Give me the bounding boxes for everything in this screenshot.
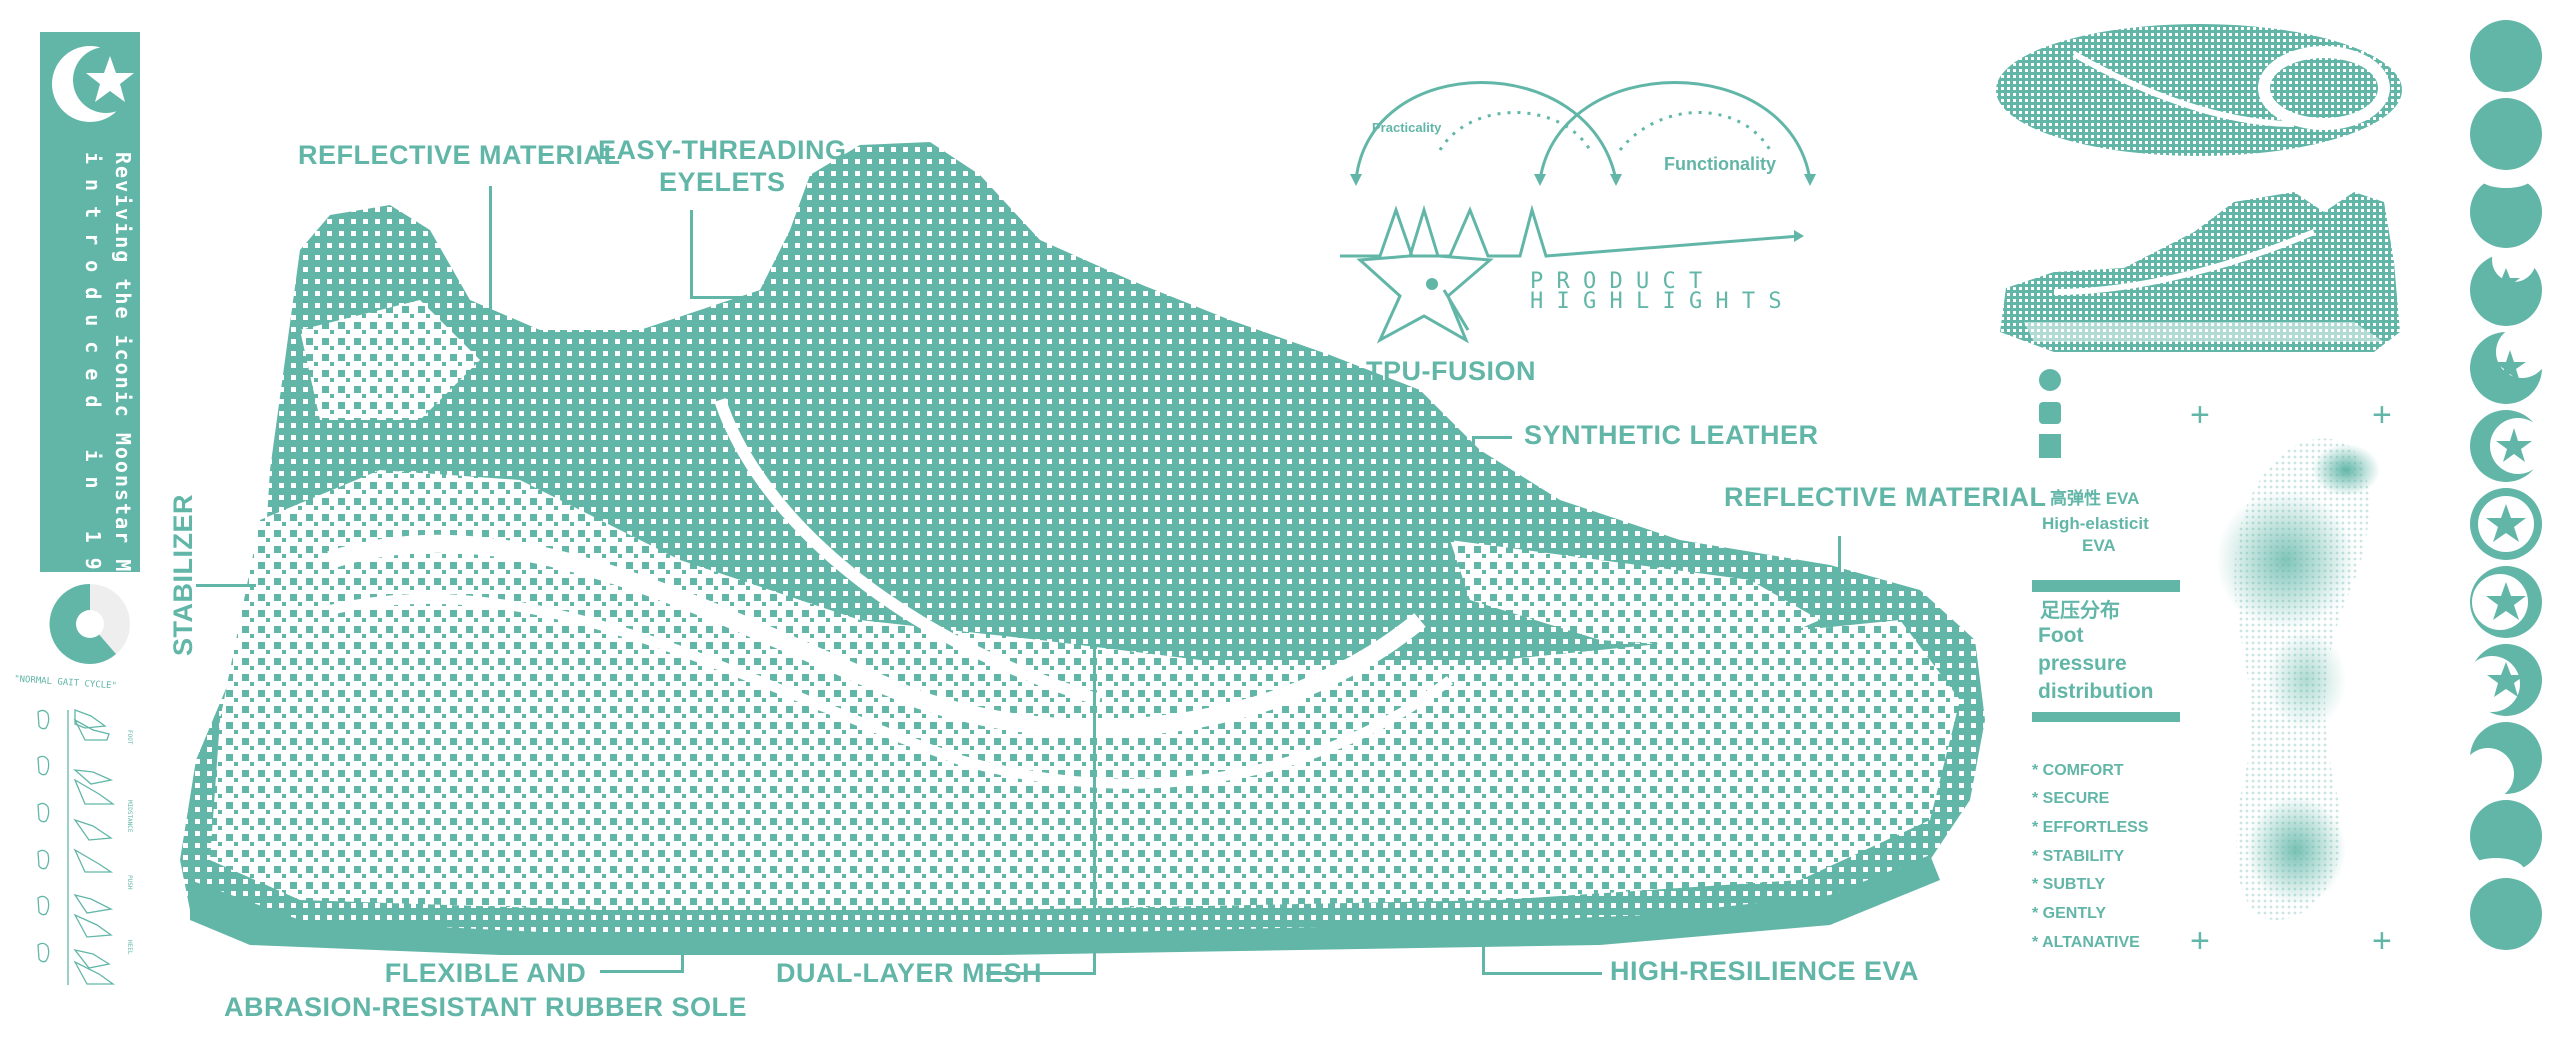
pressure-en-1: Foot [2038,624,2084,647]
highlights-graphic: Practicality Functionality P R O D U C T… [1340,81,1816,344]
keyword-secure: * SECURE [2032,790,2110,807]
moon-phase-circle-9 [2470,644,2542,716]
moon-phase-circle-4 [2470,254,2542,326]
moon-phase-circle-12 [2470,878,2542,950]
plus-icon: + [2372,396,2392,434]
product-text: P R O D U C T [1530,269,1702,294]
callout-line [1093,530,1096,974]
label-synthetic-leather: SYNTHETIC LEATHER [1524,420,1819,450]
gait-cycle-diagram: FOOT MIDSTANCE PUSH HEEL [37,709,133,985]
shoe-top-view [1996,24,2402,156]
callout-line [1472,436,1475,482]
keyword-altanative: * ALTANATIVE [2032,934,2140,951]
divider [2032,580,2180,592]
foot-icon [37,709,50,963]
moon-phase-circle-7 [2470,488,2542,560]
eva-en-2: EVA [2082,536,2116,555]
label-dual-layer-mesh: DUAL-LAYER MESH [776,958,1043,988]
moon-phase-circle-11 [2470,800,2542,872]
plus-icon: + [2372,922,2392,960]
moon-phase-circle-8 [2470,566,2542,638]
keyword-comfort: * COMFORT [2032,762,2124,779]
callout-line [986,972,1096,975]
pressure-en-3: distribution [2038,680,2154,703]
foot-pressure-map [2216,438,2380,920]
pressure-cn: 足压分布 [2040,600,2120,622]
label-reflective-material-right: REFLECTIVE MATERIAL [1724,482,2047,512]
label-rubber-sole: FLEXIBLE AND ABRASION-RESISTANT RUBBER S… [224,958,748,1022]
highlights-text: H I G H L I G H T S [1530,289,1782,314]
keyword-effortless: * EFFORTLESS [2032,819,2149,836]
moon-phase-circle-5 [2470,332,2542,404]
svg-text:PUSH: PUSH [126,875,133,890]
callout-line [196,584,256,587]
label-easy-threading-eyelets: EASY-THREADING EYELETS [598,135,847,197]
eva-icons [2039,369,2061,458]
callout-line [1482,920,1485,974]
eva-cn: 高弹性 EVA [2050,489,2140,508]
star-icon [2492,268,2520,294]
keyword-gently: * GENTLY [2032,905,2107,922]
keyword-subtly: * SUBTLY [2032,876,2106,893]
plus-icon: + [2190,396,2210,434]
keyword-stability: * STABILITY [2032,848,2125,865]
callout-line [690,210,693,298]
moon-phase-circle-3 [2470,176,2542,248]
functionality-label: Functionality [1664,154,1776,174]
eva-en-1: High-elasticit [2042,514,2149,533]
svg-text:HEEL: HEEL [126,940,133,955]
label-stabilizer: STABILIZER [168,494,198,656]
plus-icon: + [2190,922,2210,960]
pie-icon [49,583,130,664]
svg-text:MIDSTANCE: MIDSTANCE [126,800,133,833]
callout-line [690,296,770,299]
divider [2032,712,2180,722]
svg-text:FOOT: FOOT [126,730,133,745]
label-reflective-material-left: REFLECTIVE MATERIAL [298,140,621,170]
pressure-en-2: pressure [2038,652,2127,675]
label-tpu-fusion: TPU-FUSION [1366,356,1536,386]
moon-phase-circle-6 [2470,410,2542,482]
shoe-illustration [180,142,1985,955]
moon-phase-circle-10 [2470,722,2542,794]
callout-line [1280,372,1360,375]
shoe-side-view [2000,192,2400,352]
callout-line [1482,972,1602,975]
callout-line [681,920,684,972]
moon-phase-circle-1 [2470,20,2542,92]
callout-line [1472,436,1512,439]
moon-phase-circle-2 [2470,98,2542,170]
label-high-resilience-eva: HIGH-RESILIENCE EVA [1610,956,1920,986]
callout-line [489,186,492,354]
practicality-label: Practicality [1372,120,1442,135]
moonstar-icon [52,46,139,122]
callout-line [1838,536,1841,610]
callout-line [600,970,684,973]
